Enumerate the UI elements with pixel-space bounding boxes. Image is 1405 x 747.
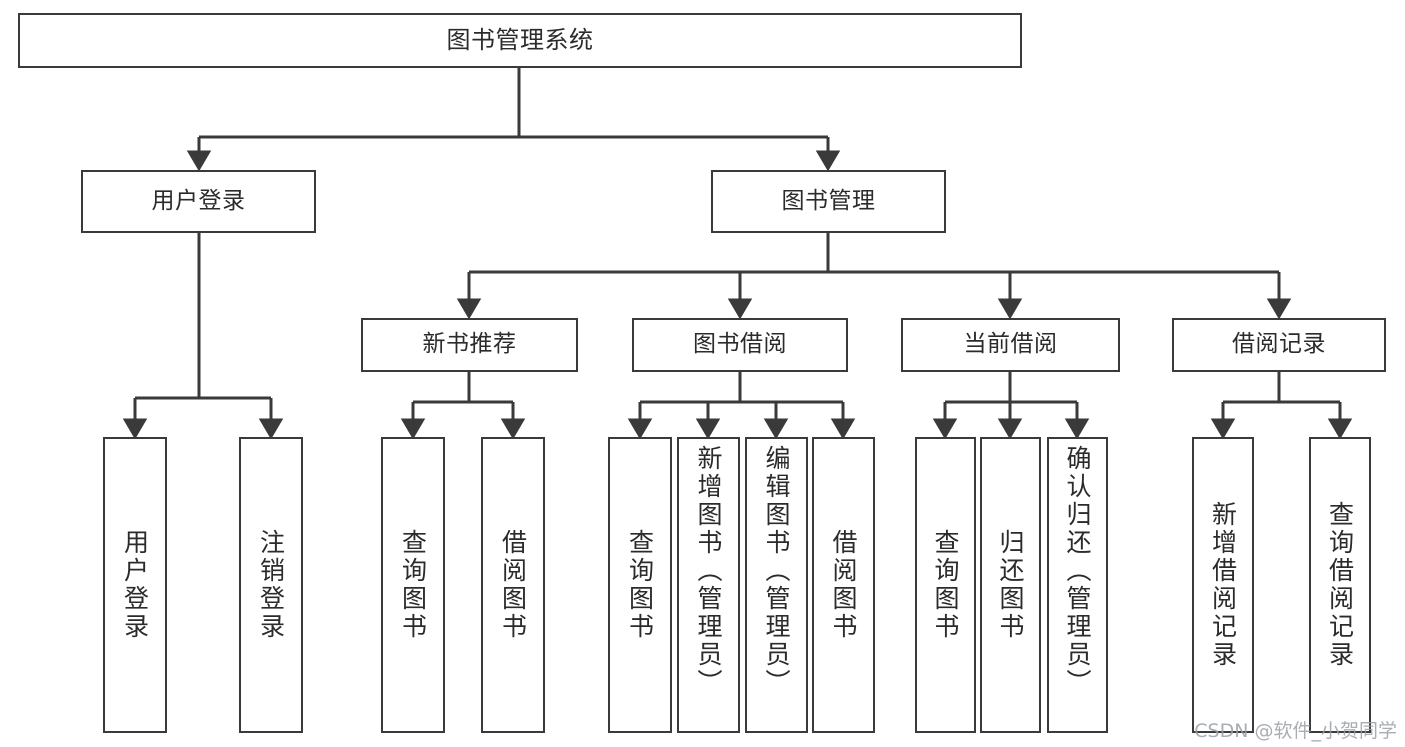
leaf-user-login-login[interactable]: 用户登录: [103, 437, 167, 733]
leaf-borrow-record-query-record[interactable]: 查询借阅记录: [1309, 437, 1371, 733]
node-label: 查询图书: [931, 529, 960, 641]
node-label: 注销登录: [256, 529, 286, 641]
node-label: 查询图书: [398, 529, 428, 641]
node-root-book-management-system[interactable]: 图书管理系统: [18, 13, 1022, 68]
node-current-borrow[interactable]: 当前借阅: [901, 318, 1120, 372]
leaf-new-book-query-book[interactable]: 查询图书: [381, 437, 445, 733]
node-label: 图书管理系统: [446, 26, 594, 55]
node-user-login[interactable]: 用户登录: [81, 170, 316, 233]
watermark-text: CSDN @软件_小贺同学: [1194, 720, 1397, 742]
leaf-book-borrow-query-book[interactable]: 查询图书: [608, 437, 672, 733]
leaf-book-borrow-add-book-admin[interactable]: 新增图书（管理员）: [677, 437, 740, 733]
leaf-borrow-record-add-record[interactable]: 新增借阅记录: [1192, 437, 1254, 733]
node-label: 查询图书: [625, 529, 655, 641]
node-new-book-recommend[interactable]: 新书推荐: [361, 318, 578, 372]
leaf-book-borrow-edit-book-admin[interactable]: 编辑图书（管理员）: [745, 437, 808, 733]
node-label: 当前借阅: [963, 331, 1058, 358]
leaf-current-borrow-return-book[interactable]: 归还图书: [980, 437, 1041, 733]
leaf-current-borrow-confirm-return-admin[interactable]: 确认归还（管理员）: [1047, 437, 1108, 733]
node-label: 借阅图书: [498, 529, 528, 641]
node-label: 新增借阅记录: [1208, 501, 1238, 669]
node-label: 归还图书: [996, 529, 1025, 641]
node-label: 借阅记录: [1232, 331, 1326, 358]
leaf-book-borrow-borrow-book[interactable]: 借阅图书: [812, 437, 875, 733]
node-label: 借阅图书: [829, 529, 858, 641]
node-label: 用户登录: [120, 529, 150, 641]
leaf-user-login-logout[interactable]: 注销登录: [239, 437, 303, 733]
node-book-borrow[interactable]: 图书借阅: [632, 318, 848, 372]
node-book-management[interactable]: 图书管理: [711, 170, 946, 233]
node-borrow-record[interactable]: 借阅记录: [1172, 318, 1386, 372]
node-label: 用户登录: [151, 187, 246, 214]
node-label: 图书借阅: [693, 331, 787, 358]
node-label: 新书推荐: [422, 331, 517, 358]
node-label: 确认归还（管理员）: [1063, 445, 1092, 697]
leaf-current-borrow-query-book[interactable]: 查询图书: [915, 437, 976, 733]
node-label: 新增图书（管理员）: [694, 445, 723, 697]
leaf-new-book-borrow-book[interactable]: 借阅图书: [481, 437, 545, 733]
node-label: 图书管理: [781, 187, 876, 214]
node-label: 查询借阅记录: [1325, 501, 1355, 669]
node-label: 编辑图书（管理员）: [762, 445, 791, 697]
